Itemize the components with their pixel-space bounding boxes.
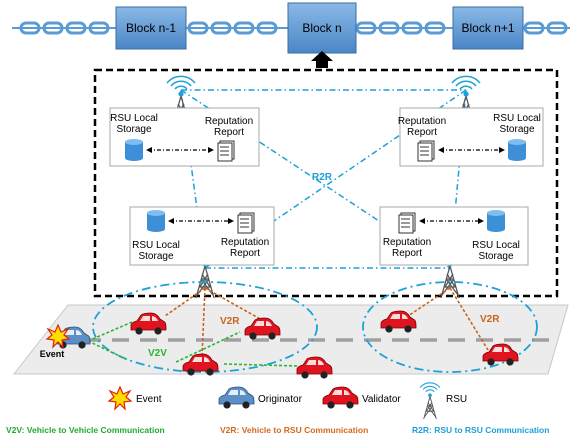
report-document-icon	[417, 140, 435, 162]
footer-v2r: V2R: Vehicle to RSU Communication	[220, 425, 368, 435]
storage-label: Storage	[499, 124, 534, 135]
legend-label: Validator	[362, 394, 401, 405]
storage-label: Storage	[116, 124, 151, 135]
storage-label: RSU Local	[110, 113, 158, 124]
database-icon	[125, 139, 143, 161]
originator-car-icon	[218, 386, 255, 410]
block-n: Block n	[287, 2, 357, 54]
report-label: Reputation	[221, 237, 269, 248]
report-label: Report	[407, 127, 437, 138]
report-label: Report	[214, 127, 244, 138]
footer-v2v: V2V: Vehicle to Vehicle Communication	[6, 425, 165, 435]
footer-r2r: R2R: RSU to RSU Communication	[412, 425, 549, 435]
report-label: Reputation	[383, 237, 431, 248]
report-label: Reputation	[398, 116, 446, 127]
r2r-label: R2R	[312, 172, 333, 183]
validator-car-icon	[322, 386, 359, 410]
block-label: Block n-1	[126, 21, 176, 35]
database-icon	[487, 210, 505, 232]
up-arrow-icon	[311, 51, 333, 68]
rsu-unit-bottom-left: RSU Local Storage Reputation Report	[129, 206, 275, 266]
block-n-minus-1: Block n-1	[115, 6, 187, 50]
report-document-icon	[217, 140, 235, 162]
database-icon	[147, 210, 165, 232]
rsu-network-boundary	[93, 68, 559, 298]
report-document-icon	[398, 212, 416, 234]
v2v-links	[87, 321, 299, 367]
database-icon	[508, 139, 526, 161]
blockchain: Block n-1 Block n Block n+1	[12, 2, 570, 68]
v2r-label: V2R	[220, 316, 240, 327]
block-n-plus-1: Block n+1	[452, 6, 524, 50]
v2r-label: V2R	[480, 314, 500, 325]
block-label: Block n+1	[461, 21, 514, 35]
rsu-unit-top-right: Reputation Report RSU Local Storage	[398, 107, 544, 167]
storage-label: Storage	[478, 251, 513, 262]
rsu-unit-bottom-right: Reputation Report RSU Local Storage	[379, 206, 529, 266]
block-label: Block n	[302, 21, 341, 35]
legend-label: RSU	[446, 394, 467, 405]
storage-label: RSU Local	[493, 113, 541, 124]
storage-label: RSU Local	[472, 240, 520, 251]
report-label: Report	[392, 248, 422, 259]
v2r-links	[164, 287, 489, 357]
legend-label: Event	[136, 394, 162, 405]
storage-label: RSU Local	[132, 240, 180, 251]
rsu-tower-icon	[419, 382, 441, 420]
report-label: Report	[230, 248, 260, 259]
event-icon	[108, 386, 132, 410]
report-label: Reputation	[205, 116, 253, 127]
rsu-coverage-area	[92, 281, 318, 373]
legend: Event Originator Validator RSU	[108, 382, 467, 420]
event-label: Event	[40, 349, 65, 359]
rsu-coverage-area	[362, 281, 538, 373]
legend-label: Originator	[258, 394, 303, 405]
v2v-label: V2V	[148, 348, 167, 359]
report-document-icon	[237, 212, 255, 234]
rsu-unit-top-left: RSU Local Storage Reputation Report	[109, 107, 260, 167]
storage-label: Storage	[138, 251, 173, 262]
